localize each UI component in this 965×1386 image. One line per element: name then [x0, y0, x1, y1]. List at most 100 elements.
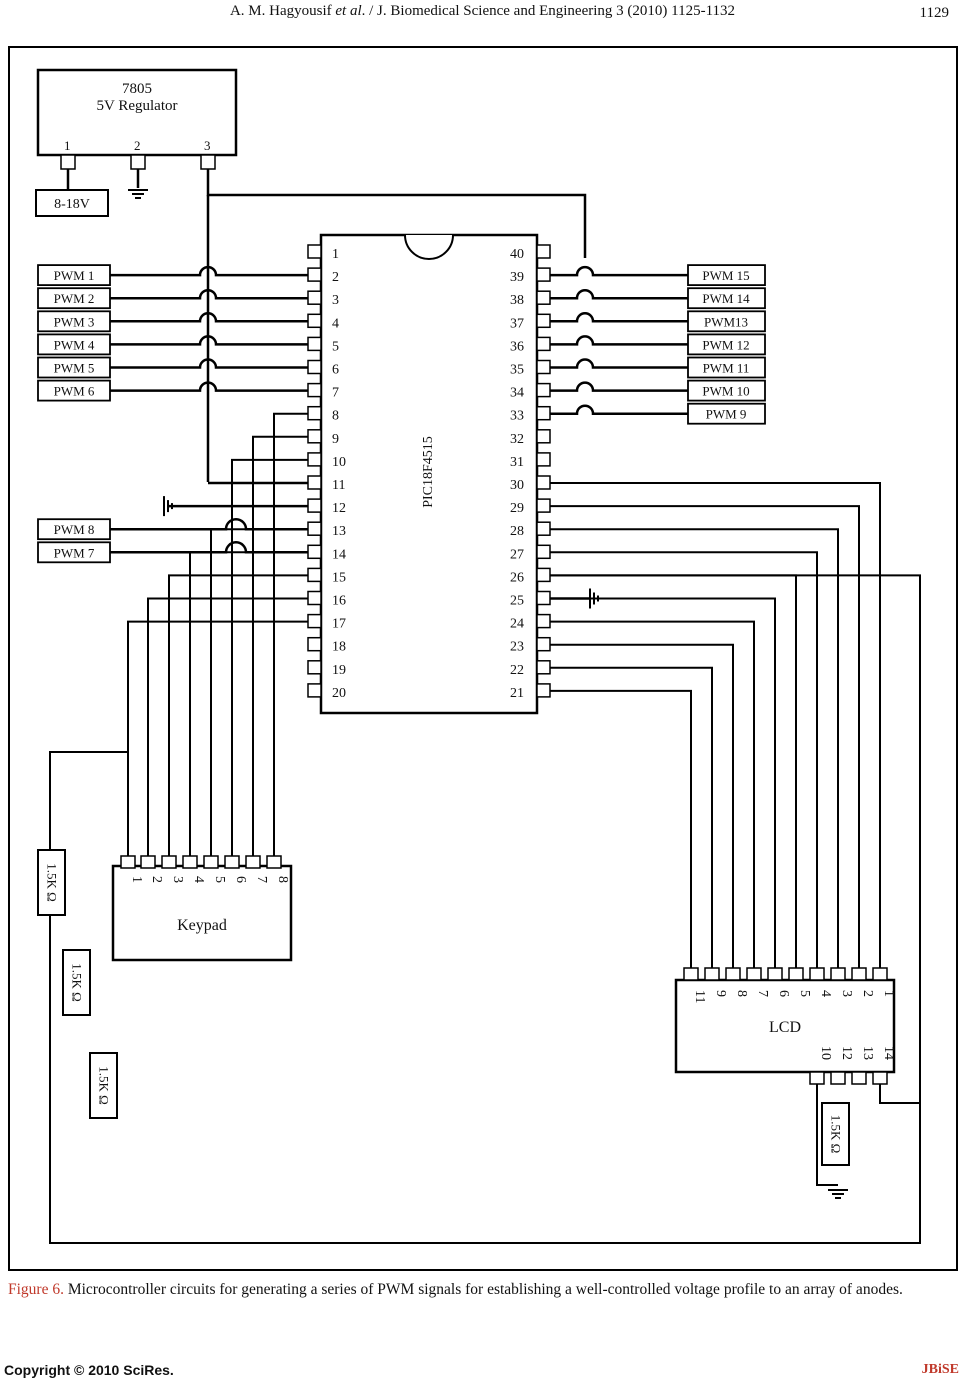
mcu-pin-stub-24	[536, 613, 551, 629]
wire-pwm-right-2	[550, 289, 688, 300]
mcu-pin-19: 19	[332, 663, 346, 678]
mcu-pin-stub-26	[536, 567, 551, 583]
keypad-pin-7: 7	[254, 876, 269, 883]
pwm-right-box-5	[687, 356, 766, 379]
mcu-pin-30: 30	[510, 478, 524, 493]
lcd-pin-4: 4	[818, 990, 833, 997]
pwm-right-box-1	[687, 264, 766, 287]
mcu-pin-27: 27	[510, 547, 524, 562]
mcu-pin-stub-1	[307, 244, 322, 259]
mcu-pin-stub-21	[536, 683, 551, 698]
wire-lcd-7	[550, 620, 755, 968]
wire-keypad-3	[231, 458, 308, 856]
mcu-pin-stub-34	[536, 382, 551, 398]
wire-keypad-4	[210, 528, 308, 856]
mcu-pin-5: 5	[332, 339, 339, 354]
mcu-pin-39: 39	[510, 270, 524, 285]
mcu-pin-1: 1	[332, 247, 339, 262]
mcu-pin-stub-13	[307, 521, 322, 536]
mcu-pin-stub-40	[536, 244, 551, 259]
mcu-pin-17: 17	[332, 617, 346, 632]
wire-pwm-left-3	[110, 312, 308, 323]
wire-pwm-left-6	[110, 381, 308, 392]
lcd-pin-stub-4	[809, 967, 825, 981]
keypad-pin-stub-5	[203, 855, 219, 869]
lcd-label: LCD	[769, 1019, 801, 1036]
wire-pwm-left-5	[110, 358, 308, 369]
wire-pwm-right-5	[550, 358, 688, 369]
mcu-pin-7: 7	[332, 386, 339, 401]
mcu-pin-25: 25	[510, 594, 524, 609]
pwm-low-box-1	[37, 518, 111, 541]
regulator-description: 5V Regulator	[97, 98, 178, 114]
wire-pwm-left-1	[110, 265, 308, 277]
resistor-2	[62, 949, 91, 1016]
pwm-left-box-2	[37, 287, 111, 310]
mcu-pin-stub-23	[536, 636, 551, 652]
mcu-pin-36: 36	[510, 339, 524, 354]
lcd-pin-3: 3	[839, 990, 854, 997]
mcu-pin-stub-39	[536, 267, 551, 282]
mcu-pin-stub-12	[307, 498, 322, 513]
resistor-label-3: 1.5K Ω	[97, 1066, 112, 1105]
regulator-pin-2: 2	[134, 138, 141, 153]
mcu-pin-37: 37	[510, 316, 524, 331]
mcu-pin-11: 11	[332, 478, 345, 493]
mcu-pin-stub-19	[307, 660, 322, 675]
pwm-low-box-2	[37, 541, 111, 564]
pwm-right-label-2: PWM 14	[702, 291, 750, 306]
lcd-pin-12: 12	[839, 1046, 854, 1060]
keypad-body	[111, 864, 293, 962]
keypad-pin-stub-8	[266, 855, 282, 869]
keypad-pin-4: 4	[191, 876, 206, 883]
lcd-body	[674, 978, 896, 1074]
pwm-right-box-2	[687, 287, 766, 310]
page-footer: Copyright © 2010 SciRes. JBiSE	[0, 1362, 965, 1384]
mcu-pin-18: 18	[332, 640, 346, 655]
resistor-label-4: 1.5K Ω	[829, 1115, 844, 1154]
pwm-right-label-7: PWM 9	[706, 407, 747, 422]
pwm-right-box-4	[687, 333, 766, 356]
lcd-pin-6: 6	[776, 990, 791, 997]
pwm-left-label-6: PWM 6	[54, 384, 95, 399]
wire-lcd-pin14	[879, 1084, 920, 1104]
lcd-pin-2: 2	[860, 990, 875, 997]
ground-symbol-mcu	[589, 588, 599, 609]
pwm-low-label-2: PWM 7	[54, 545, 95, 560]
pwm-left-box-5	[37, 356, 111, 379]
resistor-1	[37, 849, 66, 916]
mcu-pin-stub-15	[307, 567, 322, 583]
mcu-pin-29: 29	[510, 501, 524, 516]
mcu-pin-10: 10	[332, 455, 346, 470]
lcd-pin-13: 13	[860, 1046, 875, 1060]
keypad-label: Keypad	[177, 917, 227, 934]
pwm-right-label-3: PWM13	[704, 314, 748, 329]
resistor-4	[821, 1102, 850, 1166]
mcu-pin-stub-36	[536, 336, 551, 352]
pwm-left-label-4: PWM 4	[54, 337, 95, 352]
mcu-pin-stub-38	[536, 290, 551, 305]
resistor-label-1: 1.5K Ω	[45, 863, 60, 902]
lcd-pin-14: 14	[881, 1046, 896, 1060]
mcu-pin-14: 14	[332, 547, 346, 562]
lcd-pin-5: 5	[797, 990, 812, 997]
keypad-pin-stub-4	[182, 855, 198, 869]
mcu-pin-stub-31	[536, 452, 551, 467]
pwm-right-box-7	[687, 402, 766, 425]
wire-pwm-left-4	[110, 335, 308, 346]
mcu-pin-40: 40	[510, 247, 524, 262]
mcu-body	[319, 233, 539, 715]
mcu-pin-stub-25	[536, 590, 551, 606]
regulator-pin-stub-1	[60, 154, 76, 170]
keypad-pin-6: 6	[233, 876, 248, 883]
figure-label: Figure 6.	[8, 1281, 64, 1298]
wire-lcd-1	[550, 482, 881, 968]
mcu-pin-stub-22	[536, 660, 551, 675]
mcu-pin-34: 34	[510, 386, 524, 401]
mcu-pin-26: 26	[510, 570, 524, 585]
lcd-pin-1: 1	[881, 990, 896, 997]
keypad-pin-2: 2	[149, 876, 164, 883]
mcu-pin-32: 32	[510, 432, 524, 447]
wire-keypad-7	[147, 597, 308, 856]
mcu-pin-stub-9	[307, 429, 322, 444]
